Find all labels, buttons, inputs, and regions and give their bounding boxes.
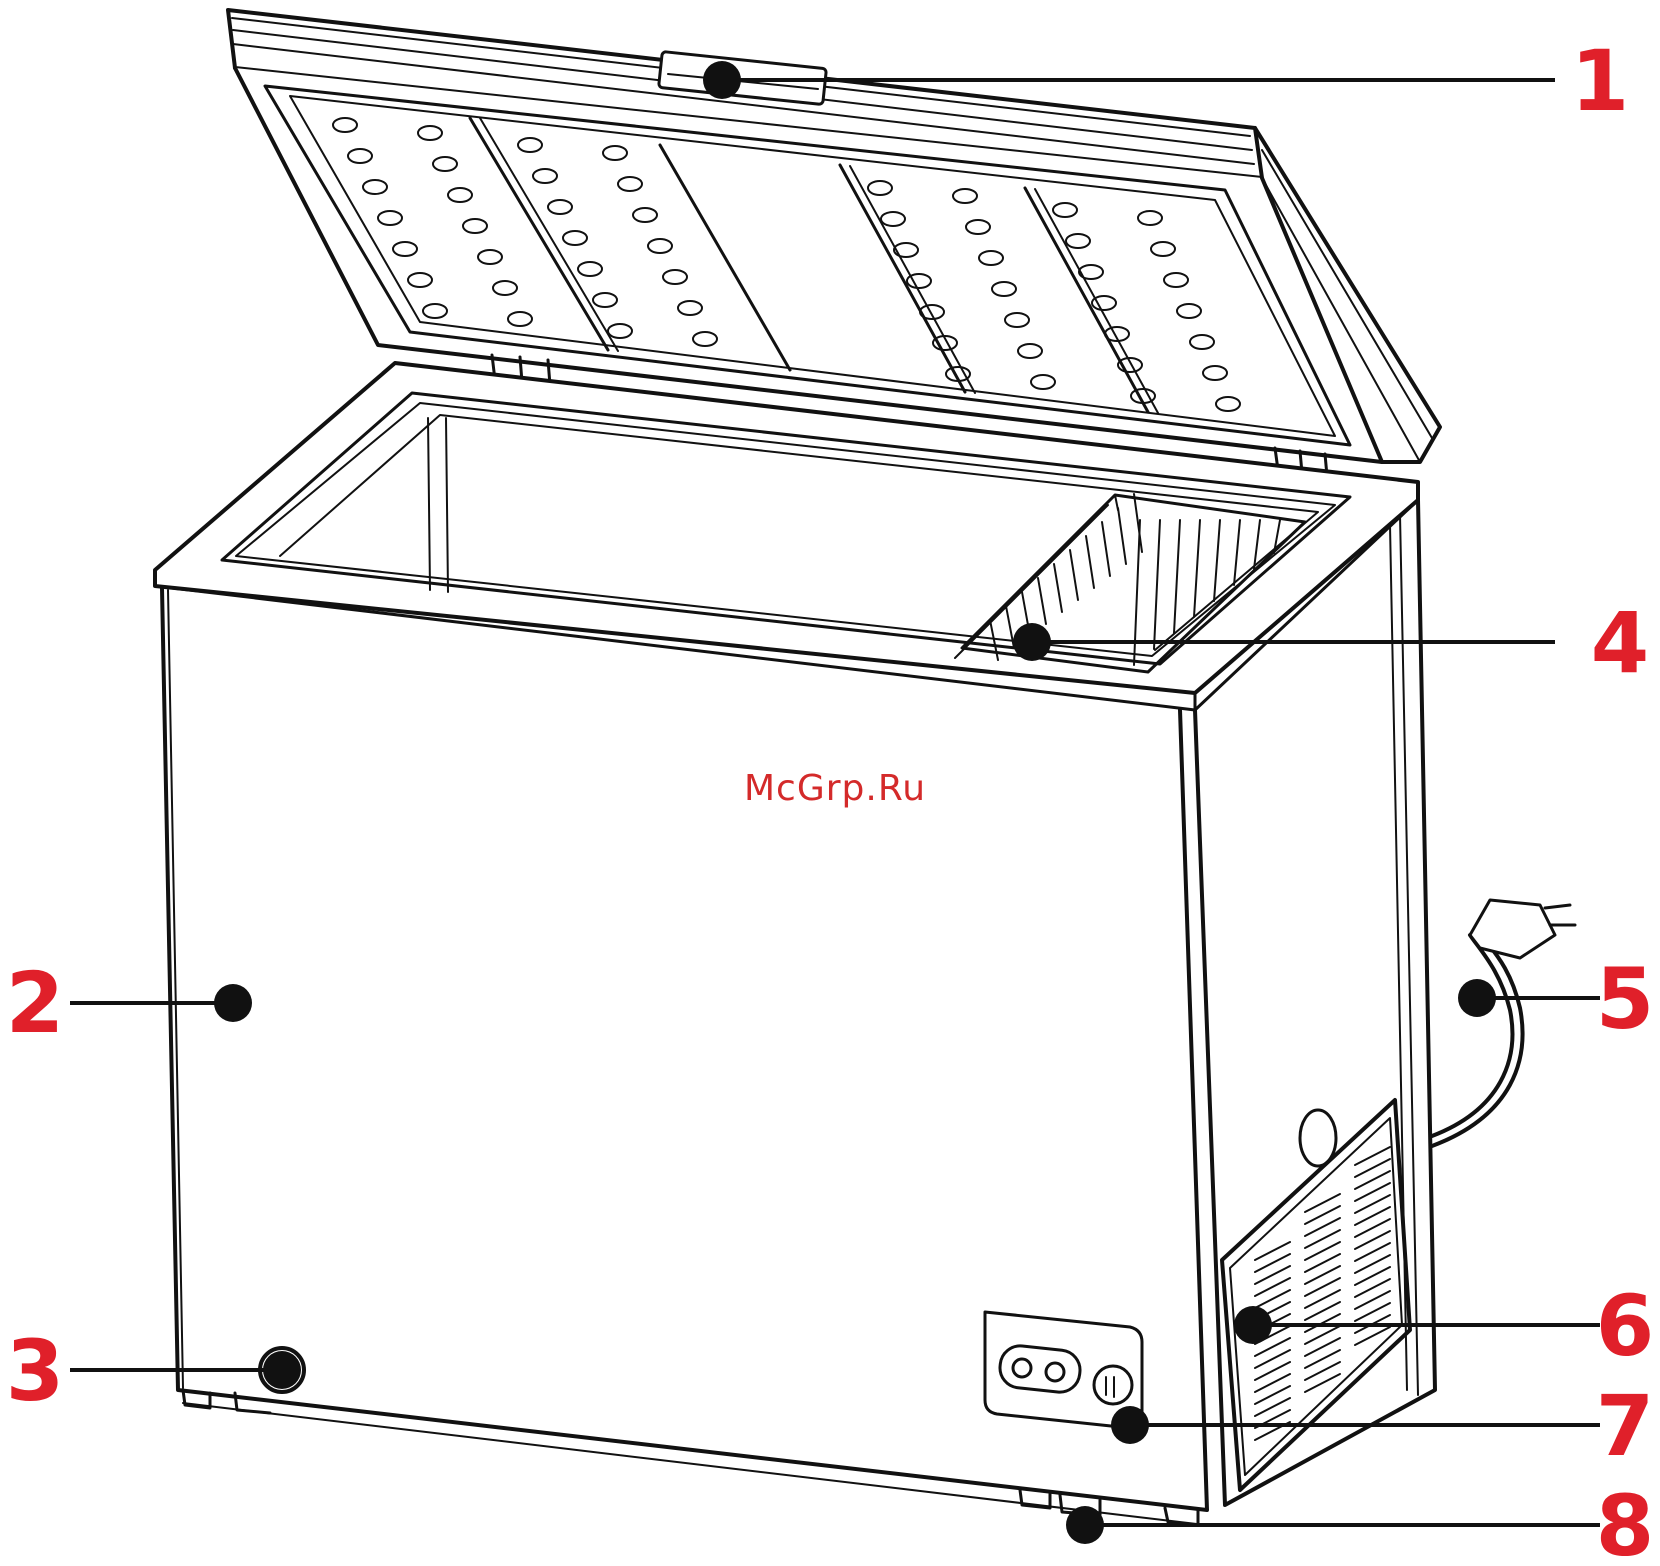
callout-6-label: 6: [1596, 1277, 1654, 1375]
callout-7-dot: [1111, 1406, 1149, 1444]
callout-7-label: 7: [1596, 1377, 1654, 1475]
callout-1-dot: [703, 61, 741, 99]
callout-3-dot: [263, 1351, 301, 1389]
watermark: McGrp.Ru: [744, 768, 926, 809]
callout-2-dot: [214, 984, 252, 1022]
callout-8-dot: [1066, 1506, 1104, 1544]
condenser-grille-slats: [1255, 1147, 1390, 1440]
cabinet: [155, 363, 1575, 1525]
callout-1-label: 1: [1571, 32, 1629, 130]
callout-3-label: 3: [6, 1322, 64, 1420]
callout-6-dot: [1234, 1306, 1272, 1344]
callout-8-label: 8: [1596, 1477, 1654, 1566]
callout-5-dot: [1458, 979, 1496, 1017]
callout-4-label: 4: [1591, 594, 1649, 692]
callout-5-label: 5: [1596, 950, 1654, 1048]
callout-4-dot: [1013, 623, 1051, 661]
callout-2-label: 2: [6, 954, 64, 1052]
